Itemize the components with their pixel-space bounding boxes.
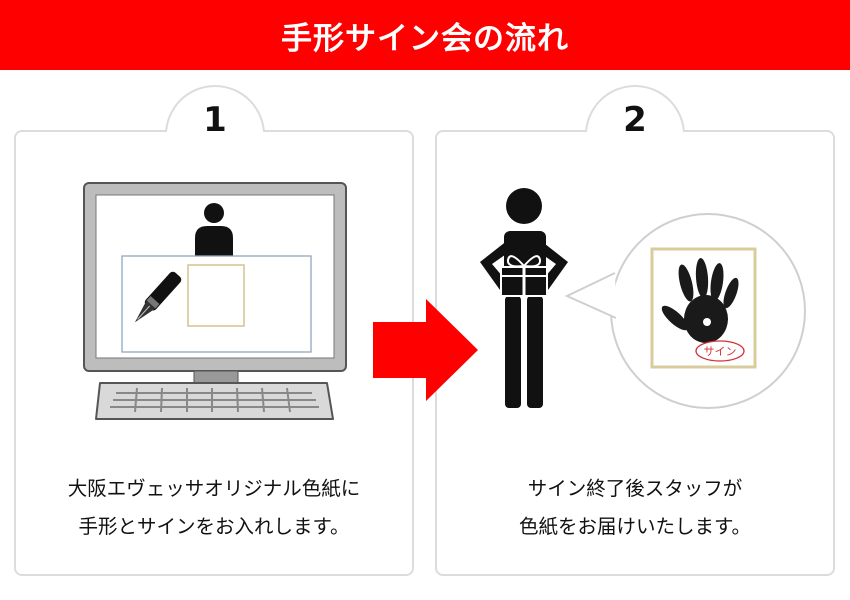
title-banner: 手形サイン会の流れ <box>0 0 850 70</box>
step-1-description: 大阪エヴェッサオリジナル色紙に 手形とサインをお入れします。 <box>14 470 414 546</box>
step-1-line-2: 手形とサインをお入れします。 <box>78 515 350 538</box>
step-2-line-1: サイン終了後スタッフが <box>527 477 743 500</box>
handprint-icon <box>661 258 739 343</box>
sign-stamp: サイン <box>695 340 745 362</box>
step-1-number: 1 <box>203 100 227 140</box>
step-2-number: 2 <box>623 100 647 140</box>
sign-stamp-label: サイン <box>704 345 737 358</box>
fountain-pen-icon <box>134 271 182 323</box>
step-2-line-2: 色紙をお届けいたします。 <box>518 515 752 538</box>
person-icon <box>195 203 233 256</box>
step-2-tab-join <box>587 130 683 136</box>
step-2-description: サイン終了後スタッフが 色紙をお届けいたします。 <box>435 470 835 546</box>
step-1-line-1: 大阪エヴェッサオリジナル色紙に <box>67 477 361 500</box>
shikishi-board-icon <box>187 264 245 327</box>
step-1-tab-join <box>167 130 263 136</box>
page-title: 手形サイン会の流れ <box>281 20 569 57</box>
gift-box-icon <box>500 255 548 297</box>
staff-person-icon <box>480 188 568 408</box>
